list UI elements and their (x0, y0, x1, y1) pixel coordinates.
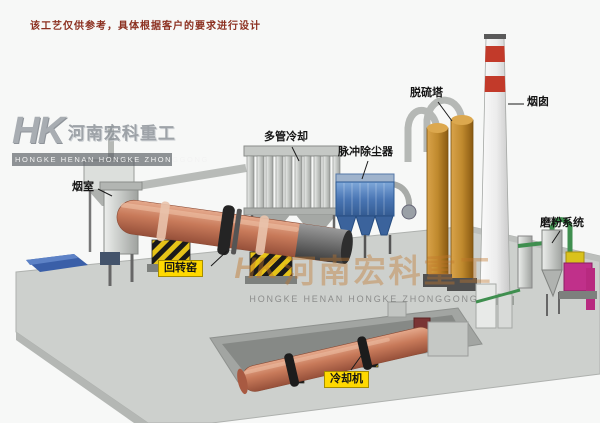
label-smoke-chamber: 烟室 (72, 181, 94, 193)
chimney-structure (478, 34, 514, 305)
chimney-red-band (485, 46, 505, 62)
desulfurization-towers (404, 96, 477, 291)
label-multi-tube-cooler: 多管冷却 (264, 131, 308, 143)
label-cooler: 冷却机 (324, 371, 369, 389)
label-chimney: 烟囱 (527, 96, 549, 108)
disclaimer-note: 该工艺仅供参考，具体根据客户的要求进行设计 (30, 21, 261, 32)
kiln-discharge-hood (294, 223, 350, 264)
cooler-discharge-housing (427, 321, 469, 357)
label-milling-system: 磨粉系统 (540, 217, 584, 229)
label-rotary-kiln: 回转窑 (158, 260, 203, 278)
chimney-red-band (484, 76, 506, 92)
cooler-unit (237, 321, 469, 395)
label-desulfurization-tower: 脱硫塔 (410, 87, 443, 99)
label-pulse-dust-collector: 脉冲除尘器 (338, 146, 393, 158)
milling-system-unit (387, 217, 597, 331)
kiln-gear-ring (217, 205, 235, 256)
callout-lines (97, 101, 561, 371)
cyclone-cone (541, 269, 563, 298)
